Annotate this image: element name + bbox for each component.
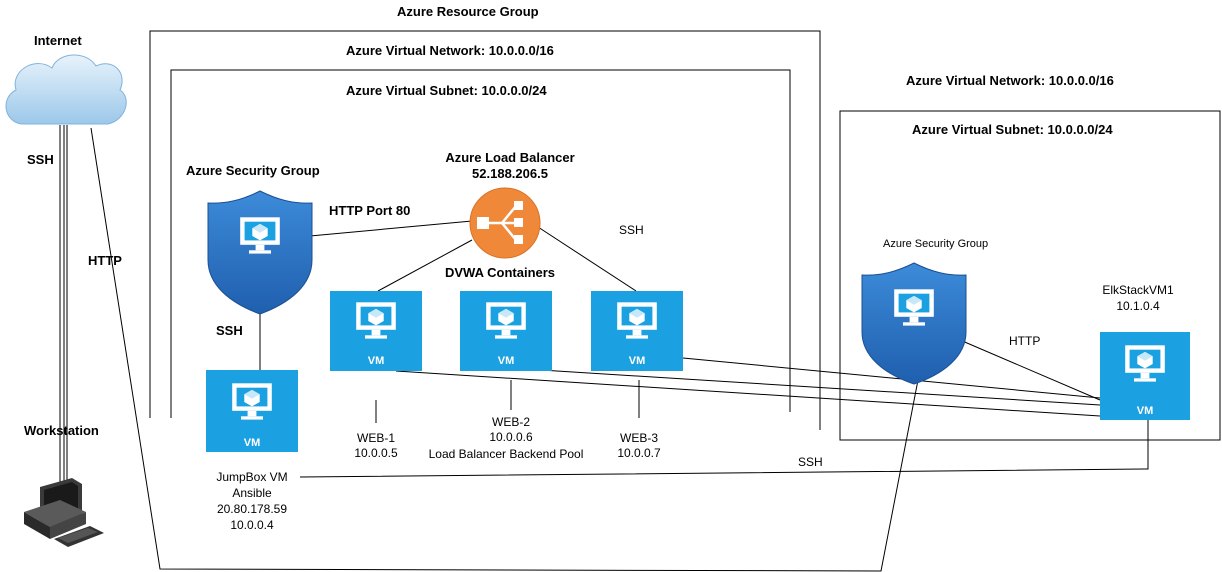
workstation-computer-icon: [24, 478, 104, 547]
elk-security-group-label: Azure Security Group: [883, 238, 989, 250]
web2-vm-icon: VM: [460, 291, 552, 371]
resource-group-title: Azure Resource Group: [397, 4, 539, 19]
elk-vm-icon: VM: [1100, 332, 1190, 420]
vnet-elk-title: Azure Virtual Network: 10.0.0.0/16: [906, 73, 1114, 88]
http-elk-label: HTTP: [1009, 334, 1041, 348]
link-lb-web3: [537, 226, 637, 292]
vm-icon-label: VM: [244, 437, 261, 449]
web3-vm-icon: VM: [591, 291, 683, 371]
load-balancer-ip: 52.188.206.5: [472, 166, 548, 181]
ssh-elk-label: SSH: [798, 455, 823, 469]
vm-icon-label: VM: [368, 355, 385, 367]
load-balancer-name: Azure Load Balancer: [445, 150, 575, 165]
jumpbox-name: JumpBox VM: [216, 470, 288, 484]
web1-ip: 10.0.0.5: [354, 446, 398, 460]
security-group-label: Azure Security Group: [186, 163, 320, 178]
internet-label: Internet: [34, 33, 82, 48]
web3-ip: 10.0.0.7: [617, 446, 661, 460]
load-balancer-icon: [469, 187, 541, 259]
elk-vm-ip: 10.1.0.4: [1116, 299, 1160, 313]
jumpbox-role: Ansible: [232, 486, 272, 500]
vm-icon-label: VM: [498, 355, 515, 367]
ssh-link-jumpbox-elk: [299, 420, 1149, 478]
http-internet-label: HTTP: [88, 253, 122, 268]
web1-vm-icon: VM: [330, 291, 422, 371]
workstation-label: Workstation: [24, 423, 99, 438]
http-link-internet-elk: [90, 127, 919, 572]
connection-lines: [59, 125, 1149, 572]
ssh-lb-label: SSH: [619, 223, 644, 237]
vm-icon-label: VM: [629, 355, 646, 367]
security-group-shield-icon: [207, 190, 313, 315]
http-link-sg-lb: [309, 220, 473, 237]
jumpbox-public-ip: 20.80.178.59: [216, 502, 288, 516]
subnet-elk-title: Azure Virtual Subnet: 10.0.0.0/24: [912, 122, 1113, 137]
vnet-main-title: Azure Virtual Network: 10.0.0.0/16: [346, 43, 554, 58]
jumpbox-private-ip: 10.0.0.4: [230, 518, 274, 532]
web3-name: WEB-3: [619, 431, 659, 445]
ssh-internet-label: SSH: [27, 152, 54, 167]
link-web2-elk: [540, 369, 1101, 406]
web2-ip: 10.0.0.6: [489, 430, 533, 444]
vnet-main-boundary: [170, 69, 791, 418]
link-web1-elk: [395, 370, 1101, 417]
web2-name: WEB-2: [491, 415, 531, 429]
subnet-main-title: Azure Virtual Subnet: 10.0.0.0/24: [346, 83, 547, 98]
ssh-sg-jumpbox-label: SSH: [216, 323, 243, 338]
resource-group-boundary: [149, 30, 821, 430]
internet-cloud-icon: [5, 54, 127, 125]
http-link-sg-elk: [959, 339, 1101, 401]
backend-pool-label: Load Balancer Backend Pool: [428, 447, 584, 461]
elk-vm-name: ElkStackVM1: [1102, 283, 1174, 297]
web1-name: WEB-1: [356, 431, 396, 445]
subnet-elk-boundary: [839, 110, 1221, 441]
jumpbox-vm-icon: VM: [206, 370, 298, 452]
link-lb-web1: [377, 239, 473, 292]
vm-icon-label: VM: [1137, 405, 1154, 417]
http-port-label: HTTP Port 80: [329, 203, 411, 218]
link-web3-elk: [682, 357, 1101, 399]
dvwa-label: DVWA Containers: [445, 265, 556, 280]
elk-security-group-shield-icon: [861, 262, 967, 385]
